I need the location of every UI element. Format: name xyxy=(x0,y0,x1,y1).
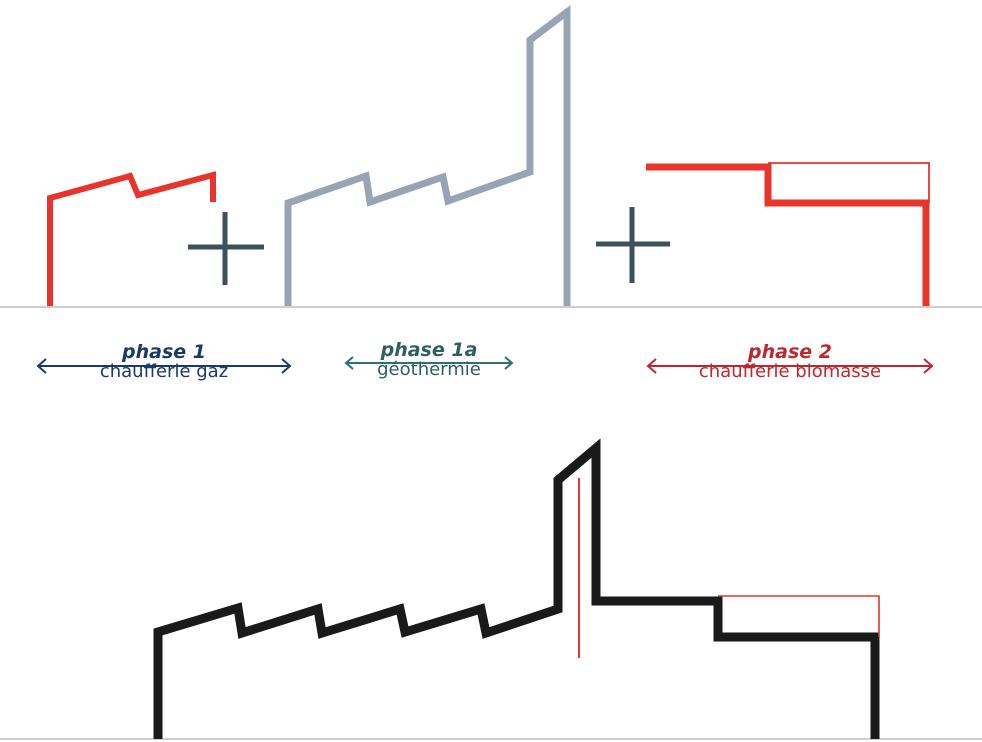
phase1-label: phase 1 chaufferie gaz xyxy=(36,342,292,382)
phase1-title: phase 1 xyxy=(122,341,206,363)
phase2-title: phase 2 xyxy=(748,341,832,363)
plus-icon xyxy=(596,207,670,283)
phase2-span-arrow xyxy=(646,358,934,374)
plus-icon xyxy=(188,212,264,285)
phase2-thin-outline xyxy=(768,162,930,203)
phase2-label: phase 2 chaufferie biomasse xyxy=(646,342,934,382)
phase1a-label: phase 1a géothermie xyxy=(344,340,514,380)
phase1-span-arrow xyxy=(36,358,292,374)
phase1a-building-outline xyxy=(284,4,571,306)
phase1-subtitle: chaufferie gaz xyxy=(99,361,229,382)
phase1a-span-arrow xyxy=(344,356,514,370)
phase1-building-outline xyxy=(47,171,216,306)
phase2-subtitle: chaufferie biomasse xyxy=(698,361,882,382)
phase1a-title: phase 1a xyxy=(380,339,478,361)
phase2-building-outline xyxy=(646,163,930,306)
combined-building-outline xyxy=(153,438,880,739)
combined-building-thin-outline xyxy=(718,595,880,637)
phase1a-subtitle: géothermie xyxy=(377,359,481,380)
